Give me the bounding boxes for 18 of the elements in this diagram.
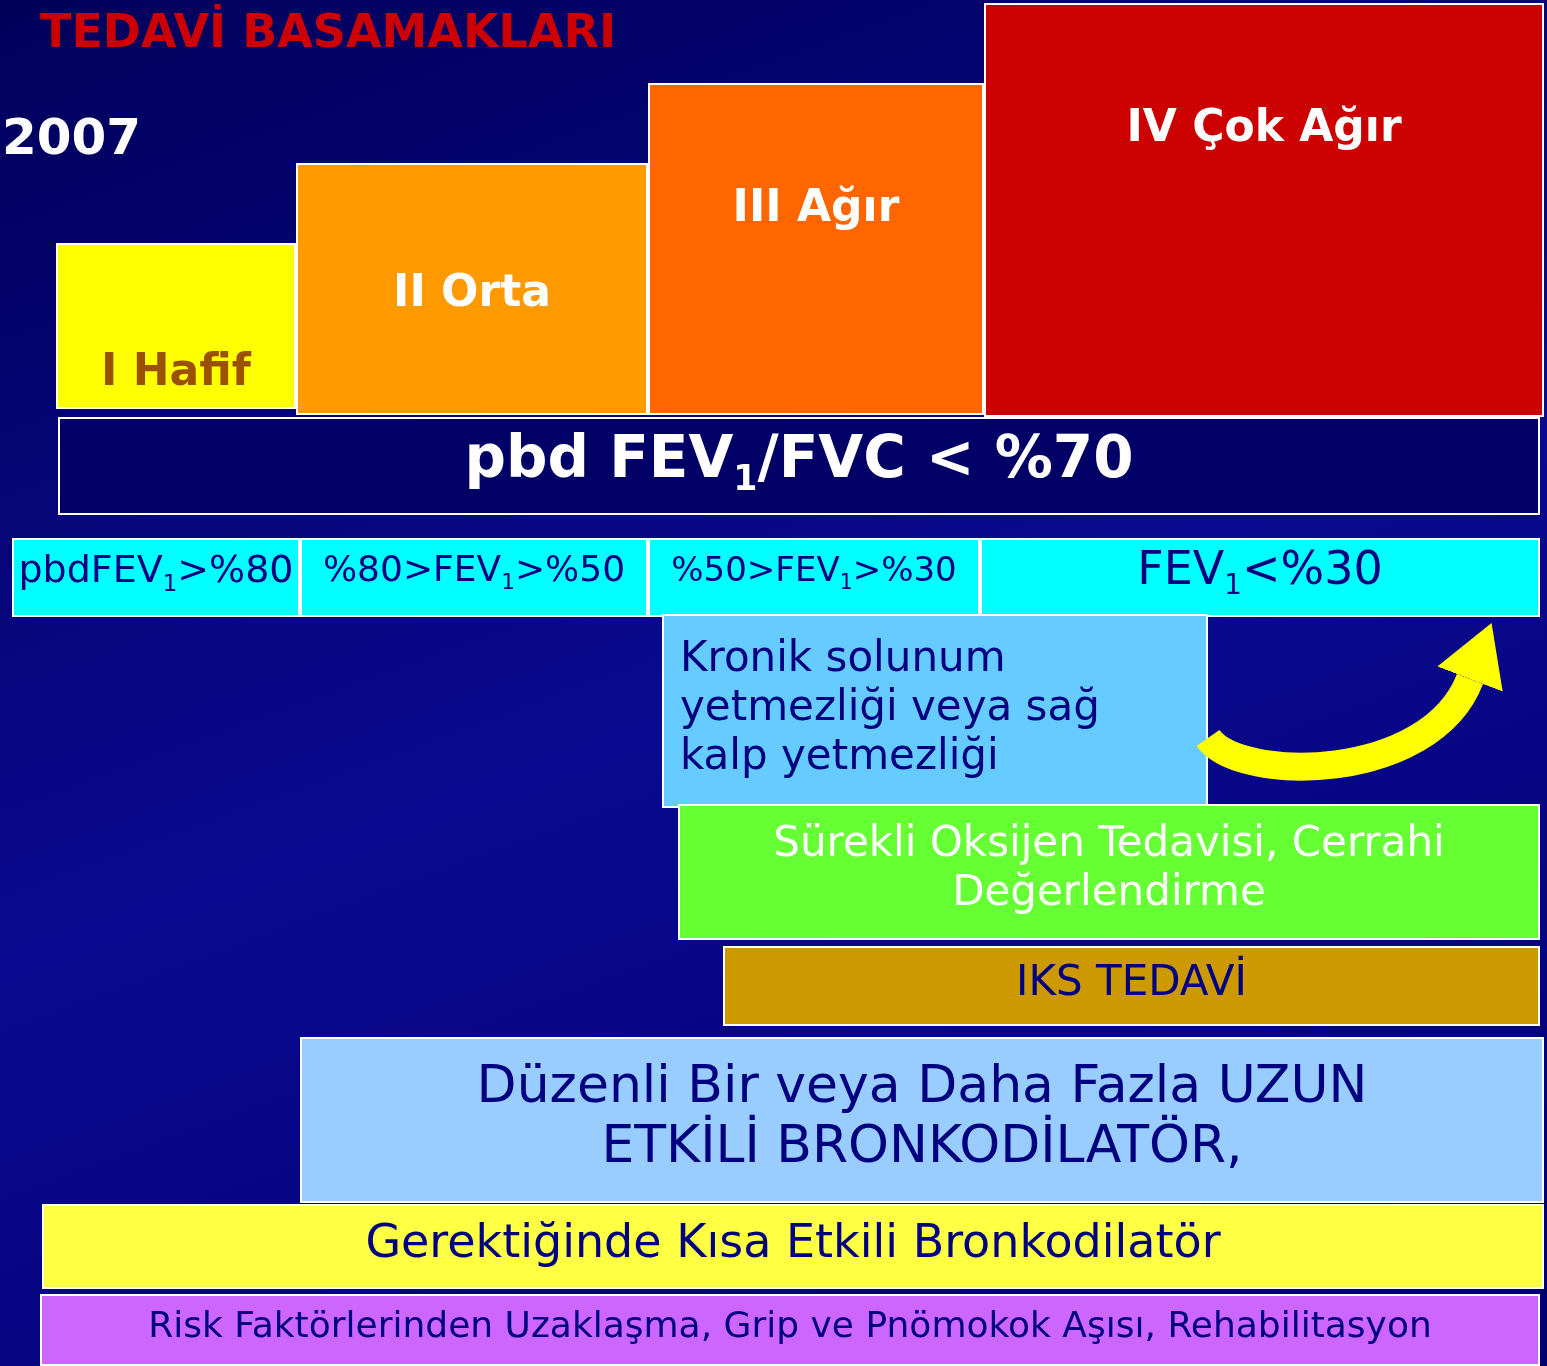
treatment-bar: Risk Faktörlerinden Uzaklaşma, Grip ve Pnömokok Aşısı, Rehabilitasyon — [40, 1294, 1540, 1366]
step-box: III Ağır — [648, 83, 984, 415]
treatment-bar: IKS TEDAVİ — [723, 946, 1540, 1026]
step-box: I Hafif — [56, 243, 296, 409]
range-cell: FEV$_{1}$<%30 — [980, 538, 1540, 617]
treatment-bar: Gerektiğinde Kısa Etkili Bronkodilatör — [42, 1204, 1544, 1289]
range-cell: %50>FEV$_{1}$>%30 — [648, 538, 980, 617]
treatment-bar: Düzenli Bir veya Daha Fazla UZUN ETKİLİ BRONKODİLATÖR, — [300, 1037, 1544, 1203]
range-cell: pbdFEV$_{1}$>%80 — [12, 538, 300, 617]
treatment-bar: Sürekli Oksijen Tedavisi, Cerrahi Değerlendirme — [678, 804, 1540, 940]
range-cell: %80>FEV$_{1}$>%50 — [300, 538, 648, 617]
step-box: IV Çok Ağır — [984, 3, 1544, 417]
step-box: II Orta — [296, 163, 648, 415]
criterion-bar: pbd FEV$_{1}$/FVC < %70 — [58, 417, 1540, 515]
year-label: 2007 — [2, 112, 142, 162]
condition-box: Kronik solunum yetmezliği veya sağ kalp yetmezliği — [662, 614, 1208, 808]
title: TEDAVİ BASAMAKLARI — [40, 4, 617, 60]
curved-arrow — [1198, 626, 1501, 781]
